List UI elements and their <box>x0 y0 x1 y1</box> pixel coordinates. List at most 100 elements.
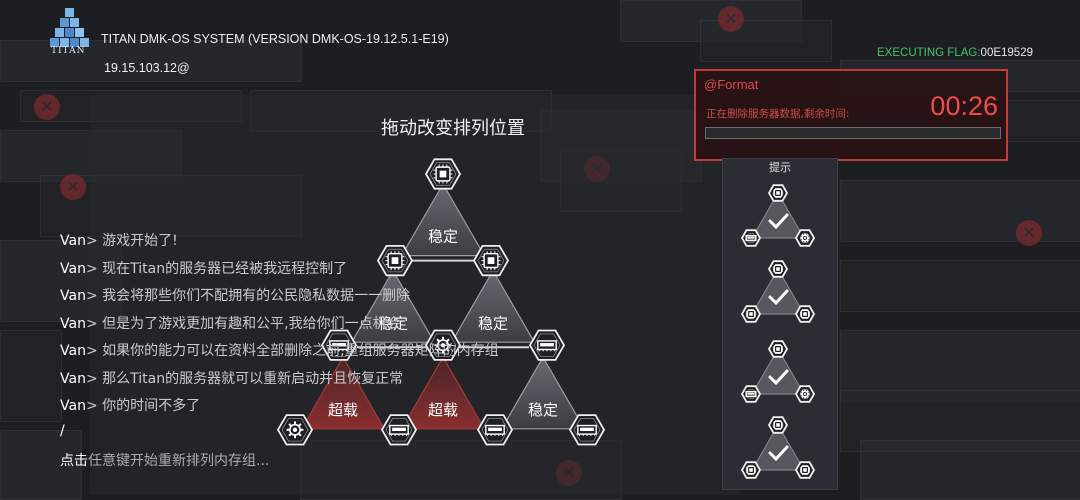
chat-text: 我会将那些你们不配拥有的公民隐私数据一一删除 <box>102 288 411 304</box>
chat-prompt-glyph: > <box>85 343 103 359</box>
chat-text: 但是为了游戏更加有趣和公平,我给你们一点机会 <box>102 315 401 332</box>
chat-speaker: Van <box>60 260 86 277</box>
hint-node-right[interactable] <box>794 229 816 247</box>
hint-node-right[interactable] <box>794 305 816 323</box>
chip-icon <box>745 308 757 320</box>
ram-icon <box>745 235 757 242</box>
gear-icon <box>800 389 810 399</box>
chip-icon <box>433 164 453 184</box>
chip-icon <box>481 251 501 271</box>
chat-speaker: Van <box>60 370 86 387</box>
check-icon <box>768 369 789 386</box>
prompt-lead: 点击 <box>60 453 88 469</box>
chip-icon <box>772 343 784 355</box>
puzzle-title: 拖动改变排列位置 <box>381 118 525 139</box>
tile-label: 超载 <box>328 401 358 419</box>
tile-bottom-3[interactable]: 稳定 <box>500 355 586 430</box>
node-r1-right[interactable] <box>472 245 510 277</box>
hint-example <box>740 260 816 323</box>
node-r3-0[interactable] <box>276 414 314 446</box>
chip-icon <box>385 251 405 271</box>
chip-icon <box>799 308 811 320</box>
chat-text: 如果你的能力可以在资料全部删除之前,重组服务器矩阵的内存组 <box>102 343 499 359</box>
hint-node-left[interactable] <box>740 461 762 479</box>
system-title: TITAN DMK-OS SYSTEM (VERSION DMK-OS-19.1… <box>101 32 449 46</box>
background-error-icon: ✕ <box>60 174 86 200</box>
chat-text: 你的时间不多了 <box>102 398 201 414</box>
chat-text: 游戏开始了! <box>102 233 178 249</box>
chip-icon <box>745 464 757 476</box>
chat-line: Van> 现在Titan的服务器已经被我远程控制了 <box>60 258 347 278</box>
ram-icon <box>745 391 757 398</box>
background-window <box>840 180 1080 242</box>
hint-node-top[interactable] <box>767 416 789 434</box>
chat-line: Van> 游戏开始了! <box>60 230 178 250</box>
tile-label: 稳定 <box>428 228 458 246</box>
node-r3-1[interactable] <box>380 414 418 446</box>
node-r3-3[interactable] <box>568 414 606 446</box>
hint-node-right[interactable] <box>794 461 816 479</box>
flag-label: EXECUTING FLAG: <box>877 47 981 59</box>
check-icon <box>768 289 789 306</box>
tile-label: 超载 <box>428 401 458 419</box>
chat-line: Van> 你的时间不多了 <box>60 395 200 415</box>
tile-mid-left[interactable]: 稳定 <box>350 269 436 343</box>
check-icon <box>768 213 789 230</box>
format-panel: @Format 正在删除服务器数据,剩余时间: 00:26 <box>694 69 1008 161</box>
chat-speaker: Van <box>60 233 86 249</box>
hint-node-top[interactable] <box>767 260 789 278</box>
hint-node-left[interactable] <box>740 229 762 247</box>
chat-text: 现在Titan的服务器已经被我远程控制了 <box>102 260 348 277</box>
delete-progress-bar <box>705 127 1001 139</box>
node-r3-2[interactable] <box>476 414 514 446</box>
hint-node-left[interactable] <box>740 305 762 323</box>
background-window <box>860 440 1080 500</box>
background-window <box>840 260 1080 312</box>
memory-matrix-puzzle[interactable]: 稳定稳定稳定超载超载稳定 <box>270 140 630 470</box>
node-r2-right[interactable] <box>528 329 566 361</box>
background-error-icon: ✕ <box>1016 220 1042 246</box>
hint-node-top[interactable] <box>767 340 789 358</box>
format-header: @Format <box>704 77 759 92</box>
titan-logo-icon <box>50 8 89 47</box>
background-window <box>0 430 82 500</box>
gear-icon <box>286 421 304 439</box>
hint-node-top[interactable] <box>767 184 789 202</box>
ram-icon <box>537 340 557 352</box>
format-message: 正在删除服务器数据,剩余时间: <box>706 108 850 120</box>
chat-line: Van> 如果你的能力可以在资料全部删除之前,重组服务器矩阵的内存组 <box>60 340 499 360</box>
chip-icon <box>772 263 784 275</box>
chat-prompt-glyph: > <box>85 288 103 304</box>
chat-speaker: Van <box>60 343 86 359</box>
hint-node-right[interactable] <box>794 385 816 403</box>
hint-example <box>740 184 816 247</box>
node-r1-left[interactable] <box>376 245 414 277</box>
chat-line: Van> 我会将那些你们不配拥有的公民隐私数据一一删除 <box>60 285 410 305</box>
tile-bottom-2[interactable]: 超载 <box>400 355 486 430</box>
hint-title: 提示 <box>769 161 791 174</box>
chat-text: 那么Titan的服务器就可以重新启动并且恢复正常 <box>102 370 404 387</box>
hint-example <box>740 416 816 479</box>
chat-speaker: Van <box>60 315 86 332</box>
chat-line: Van> 但是为了游戏更加有趣和公平,我给你们一点机会 <box>60 313 401 333</box>
node-top[interactable] <box>424 158 462 190</box>
ram-icon <box>389 424 409 436</box>
gear-icon <box>434 336 452 354</box>
hint-node-left[interactable] <box>740 385 762 403</box>
countdown-timer: 00:26 <box>930 91 998 121</box>
tile-top[interactable]: 稳定 <box>400 182 486 257</box>
start-prompt[interactable]: 点击任意键开始重新排列内存组... <box>60 450 269 470</box>
tile-mid-right[interactable]: 稳定 <box>450 269 536 343</box>
logo-text: TITAN <box>51 46 86 56</box>
background-error-icon: ✕ <box>34 94 60 120</box>
node-r2-center[interactable] <box>424 329 462 361</box>
check-icon <box>768 445 789 462</box>
tile-bottom-1[interactable]: 超载 <box>300 355 386 430</box>
chip-icon <box>799 464 811 476</box>
hint-diagram <box>740 184 816 479</box>
chip-icon <box>772 187 784 199</box>
prompt-text: 任意键开始重新排列内存组... <box>88 453 270 469</box>
node-r2-left[interactable] <box>320 329 358 361</box>
chat-prompt-glyph: > <box>85 260 103 277</box>
chip-icon <box>772 419 784 431</box>
